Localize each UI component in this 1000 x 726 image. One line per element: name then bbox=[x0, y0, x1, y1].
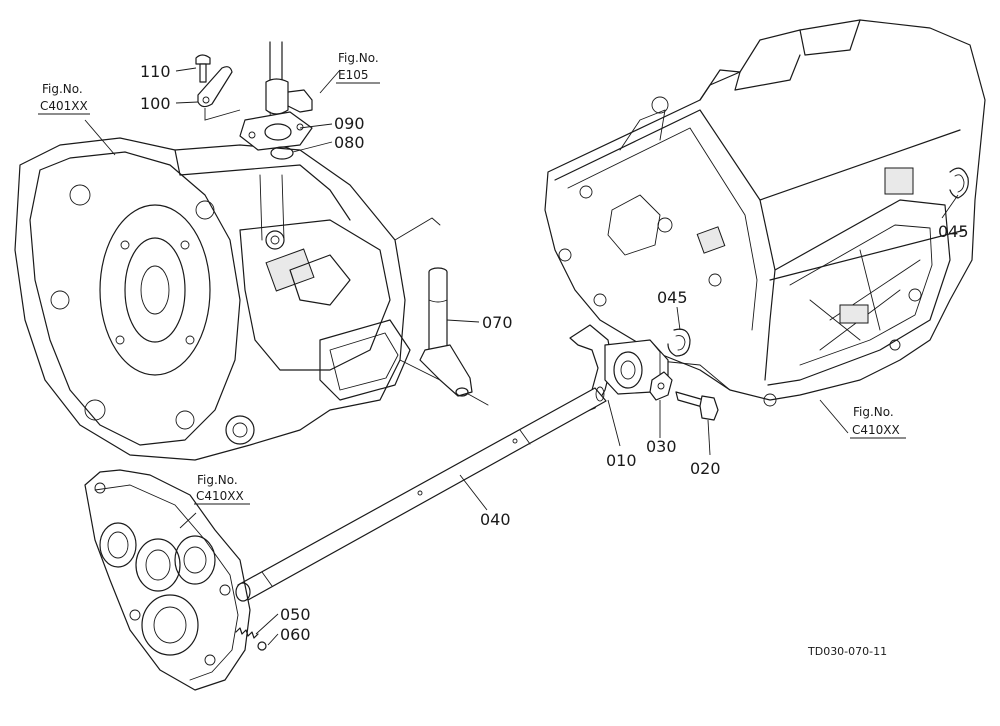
callout-110: 110 bbox=[140, 62, 171, 81]
leader-lines bbox=[84, 67, 959, 646]
gasket-plate-090 bbox=[239, 111, 313, 151]
fig-ref-c410-right-label: Fig.No. bbox=[853, 405, 894, 419]
fig-ref-c410-left-label: Fig.No. bbox=[197, 473, 238, 487]
callout-045-right: 045 bbox=[938, 222, 969, 241]
fig-ref-e105-code: E105 bbox=[338, 68, 369, 82]
callout-070: 070 bbox=[482, 313, 513, 332]
left-transmission-housing bbox=[14, 137, 489, 461]
fig-ref-c410-right-code: C410XX bbox=[852, 423, 900, 437]
callout-090: 090 bbox=[334, 114, 365, 133]
ball-060 bbox=[257, 641, 267, 651]
fig-ref-c410-left-code: C410XX bbox=[196, 489, 244, 503]
callout-020: 020 bbox=[690, 459, 721, 478]
washer-100 bbox=[197, 66, 233, 108]
fig-ref-e105: Fig.No. E105 bbox=[336, 51, 380, 84]
callout-060: 060 bbox=[280, 625, 311, 644]
drawing-code: TD030-070-11 bbox=[807, 645, 887, 658]
spring-050 bbox=[235, 627, 259, 639]
fig-ref-e105-label: Fig.No. bbox=[338, 51, 379, 65]
circlip-045-center bbox=[667, 328, 691, 357]
front-cover-housing bbox=[84, 469, 251, 691]
fig-ref-c401: Fig.No. C401XX bbox=[38, 82, 90, 115]
right-transmission-housing bbox=[544, 19, 986, 407]
callout-030: 030 bbox=[646, 437, 677, 456]
callout-050: 050 bbox=[280, 605, 311, 624]
circlip-045-right bbox=[949, 167, 969, 199]
shift-lever-070 bbox=[419, 267, 473, 397]
fig-ref-c401-label: Fig.No. bbox=[42, 82, 83, 96]
bolt-020 bbox=[675, 391, 719, 421]
callout-100: 100 bbox=[140, 94, 171, 113]
callout-010: 010 bbox=[606, 451, 637, 470]
callout-040: 040 bbox=[480, 510, 511, 529]
callout-080: 080 bbox=[334, 133, 365, 152]
lock-plate-030 bbox=[649, 371, 673, 401]
fig-ref-c410-right: Fig.No. C410XX bbox=[850, 405, 906, 439]
assembly-guide-line bbox=[204, 108, 241, 121]
fig-ref-c410-left: Fig.No. C410XX bbox=[194, 473, 250, 505]
shift-rod-040 bbox=[235, 386, 607, 602]
bolt-110 bbox=[195, 54, 211, 83]
o-ring-080 bbox=[270, 146, 294, 160]
fig-ref-c401-code: C401XX bbox=[40, 99, 88, 113]
callout-045-center: 045 bbox=[657, 288, 688, 307]
